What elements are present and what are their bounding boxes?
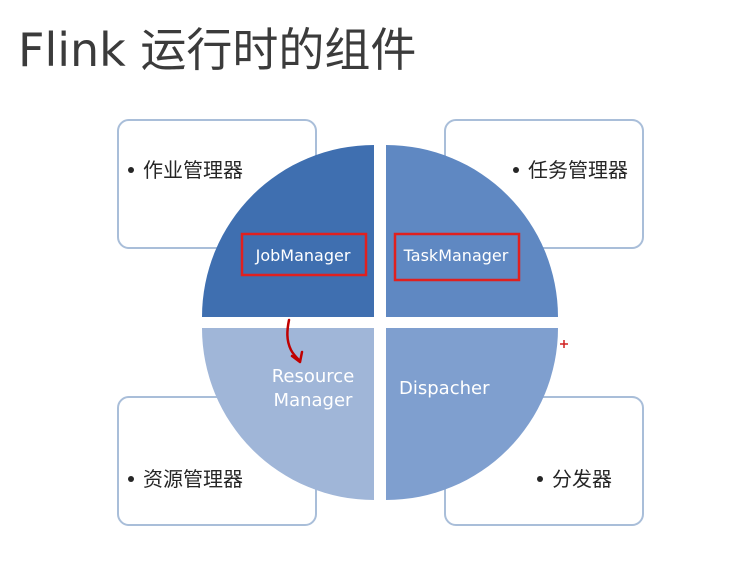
annotation-arrow-icon bbox=[286, 318, 301, 362]
card-top-left-text: 作业管理器 bbox=[128, 154, 243, 183]
task-manager-label: TaskManager bbox=[403, 246, 509, 265]
resource-manager-label-line2: Manager bbox=[274, 390, 353, 411]
resource-manager-label-line1: Resource bbox=[272, 366, 355, 387]
card-bottom-left-label: 资源管理器 bbox=[143, 467, 243, 491]
bullet-icon bbox=[537, 475, 543, 482]
card-top-left-label: 作业管理器 bbox=[143, 158, 243, 182]
dispacher-label: Dispacher bbox=[399, 378, 490, 399]
card-top-right-label: 任务管理器 bbox=[528, 158, 628, 182]
card-bottom-left-text: 资源管理器 bbox=[128, 463, 243, 492]
quadrant-resource-manager bbox=[202, 328, 374, 500]
quadrant-dispacher bbox=[386, 328, 558, 500]
quadrant-task-manager bbox=[386, 145, 558, 317]
card-top-right-text: 任务管理器 bbox=[513, 154, 628, 183]
plus-cursor-icon bbox=[560, 340, 568, 348]
bullet-icon bbox=[513, 166, 519, 173]
page-title: Flink 运行时的组件 bbox=[18, 23, 417, 77]
bullet-icon bbox=[128, 166, 134, 173]
card-bottom-right-label: 分发器 bbox=[552, 467, 612, 491]
job-manager-highlight-box bbox=[240, 232, 368, 277]
card-bottom-right-text: 分发器 bbox=[537, 463, 612, 492]
quadrant-job-manager bbox=[202, 145, 374, 317]
bullet-icon bbox=[128, 475, 134, 482]
job-manager-label: JobManager bbox=[255, 246, 351, 265]
annotation-arrowhead-icon bbox=[290, 350, 304, 364]
task-manager-highlight-box bbox=[393, 232, 521, 282]
